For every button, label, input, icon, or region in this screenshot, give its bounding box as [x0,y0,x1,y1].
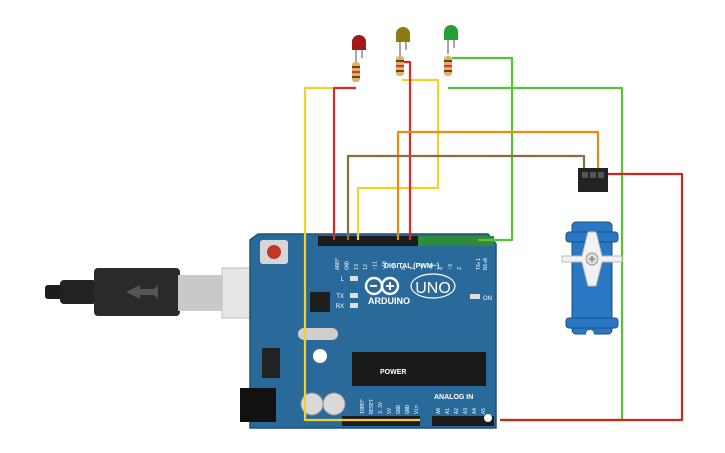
label-on: ON [483,296,492,302]
brand-label: ARDUINO [368,296,410,306]
power-header-label: POWER [380,369,406,376]
power-pin-2: 3.3V [378,402,384,414]
top-pin-8: 7 [410,267,416,270]
led-group [352,25,458,82]
arduino-uno-board[interactable]: L TX RX ON DIGITAL (PWM~) POWER ANALOG I… [240,233,497,429]
label-l: L [341,277,345,283]
analog-header-label: ANALOG IN [434,394,473,401]
label-rx: RX [336,304,344,310]
wire-red-1[interactable] [332,86,356,240]
usb-cable [45,267,257,319]
analog-pin-5: A5 [481,408,487,414]
red-led[interactable] [352,35,366,82]
analog-header [432,416,494,426]
power-pin-0: IOREF [360,399,366,414]
arduino-logo: ARDUINO UNO [364,273,456,306]
wire-orange[interactable] [396,130,600,240]
wire-green-1[interactable] [452,56,514,242]
reset-button-cap[interactable] [267,245,281,259]
top-pin-3: 12 [363,264,369,270]
analog-pin-1: A1 [445,408,451,414]
crystal [298,328,338,340]
wire-yellow-2[interactable] [356,78,440,240]
top-pin-1: GND [344,261,350,270]
led-rx-indicator [350,303,358,308]
analog-pin-0: A0 [436,408,442,414]
top-pin-2: 13 [354,264,360,270]
wire-servo-power[interactable] [500,172,684,422]
digital-header-label: DIGITAL (PWM~) [384,263,439,270]
wire-red-2[interactable] [404,60,412,240]
wires [303,56,684,422]
analog-pin-4: A4 [472,408,478,414]
top-pin-13: 2 [457,267,463,270]
top-pin-7: 8 [401,267,407,270]
small-chip [310,292,330,312]
tx-pin-label: TX▸1 [476,258,482,270]
power-pin-1: RESET [369,399,375,414]
led-on-indicator [470,294,480,299]
top-pin-11: 4 [438,267,444,270]
analog-pin-2: A2 [454,408,460,414]
top-pin-6: ~9 [391,264,397,270]
model-label: UNO [415,280,451,297]
capacitor-2 [322,392,346,416]
yellow-led[interactable] [396,27,410,76]
top-pin-10: ~5 [429,264,435,270]
power-pin-4: GND [396,405,402,414]
top-pin-12: ~3 [448,264,454,270]
power-pin-5: GND [405,405,411,414]
rx-pin-label: RX◂0 [483,258,489,270]
digital-header [318,236,494,246]
wire-brown[interactable] [346,154,586,240]
servo-motor[interactable] [561,168,623,338]
atmega-chip [352,352,486,386]
top-pin-9: ~6 [420,264,426,270]
green-led[interactable] [444,25,458,76]
led-l-indicator [350,276,358,281]
top-pin-0: AREF [335,258,341,270]
top-pin-5: ~10 [382,261,388,270]
power-jack [240,388,276,422]
power-pin-3: 5V [387,408,393,414]
power-pin-6: Vin [414,405,420,414]
label-tx: TX [336,294,344,300]
top-pin-4: ~11 [373,261,379,270]
wire-yellow-1[interactable] [303,86,420,422]
servo-connector[interactable] [578,168,608,192]
led-tx-indicator [350,293,358,298]
analog-pin-3: A3 [463,408,469,414]
voltage-regulator [262,348,280,378]
